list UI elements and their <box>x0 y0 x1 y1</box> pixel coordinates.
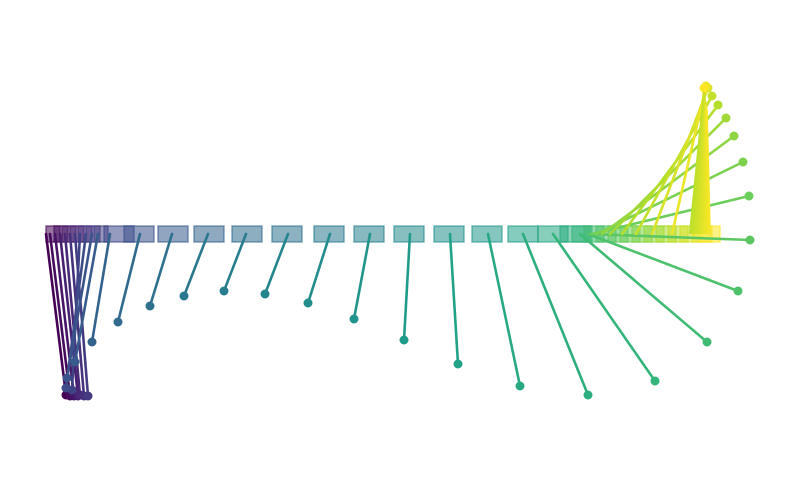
pendulum-rod <box>705 109 711 235</box>
pendulum-bob <box>145 301 155 311</box>
pendulum-bob <box>179 291 189 301</box>
pendulum-rod <box>73 232 100 364</box>
pendulum-rod <box>263 232 290 296</box>
pendulum-bob <box>453 359 463 369</box>
pendulum-bob <box>515 381 525 391</box>
pendulum-bob <box>702 337 712 347</box>
pendulum-bob <box>713 100 723 110</box>
pendulum-rod <box>578 232 709 344</box>
pendulum-rod <box>222 232 248 293</box>
pendulum-bobs <box>61 81 755 401</box>
pendulum-rod <box>586 232 740 293</box>
pendulum-rod <box>58 232 80 398</box>
pendulum-bob <box>721 113 731 123</box>
pendulum-rod <box>402 232 412 342</box>
pendulum-rod <box>44 232 68 397</box>
pendulum-bob <box>349 314 359 324</box>
pendulum-bob <box>113 317 123 327</box>
pendulum-rod <box>182 232 210 298</box>
pendulum-bob <box>70 357 80 367</box>
pendulum-bob <box>729 131 739 141</box>
pendulum-bob <box>83 391 93 401</box>
pendulum-bob <box>699 83 709 93</box>
pendulum-rod <box>588 232 752 242</box>
pendulum-bob <box>650 376 660 386</box>
pendulum-bob <box>738 157 748 167</box>
pendulum-rod <box>90 232 112 344</box>
pendulum-rod <box>306 232 332 305</box>
pendulum-rod <box>65 232 94 380</box>
pendulum-rod <box>448 232 460 366</box>
pendulum-bob <box>260 289 270 299</box>
pendulum-bob <box>583 390 593 400</box>
pendulum-bob <box>733 286 743 296</box>
pendulum-rod <box>48 232 72 398</box>
pendulum-bob <box>399 335 409 345</box>
pendulum-rod <box>551 232 657 383</box>
pendulum-bob <box>744 191 754 201</box>
pendulum-rod <box>670 84 708 236</box>
pendulum-rods <box>44 84 752 398</box>
pendulum-bob <box>87 337 97 347</box>
pendulum-rod <box>63 232 82 397</box>
pendulum-bob <box>707 91 717 101</box>
pendulum-rod <box>53 232 76 398</box>
pendulum-rod <box>486 232 522 388</box>
pendulum-bob <box>219 286 229 296</box>
pendulum-rod <box>73 232 90 398</box>
pendulum-bob <box>745 235 755 245</box>
pendulum-bob <box>303 298 313 308</box>
pendulum-rod <box>352 232 372 321</box>
pendulum-rod <box>600 134 736 236</box>
pendulum-bob <box>62 373 72 383</box>
pendulum-rod <box>521 232 590 397</box>
pendulum-bob <box>61 383 71 393</box>
pendulum-rod <box>148 232 174 308</box>
pendulum-rod <box>116 232 142 324</box>
